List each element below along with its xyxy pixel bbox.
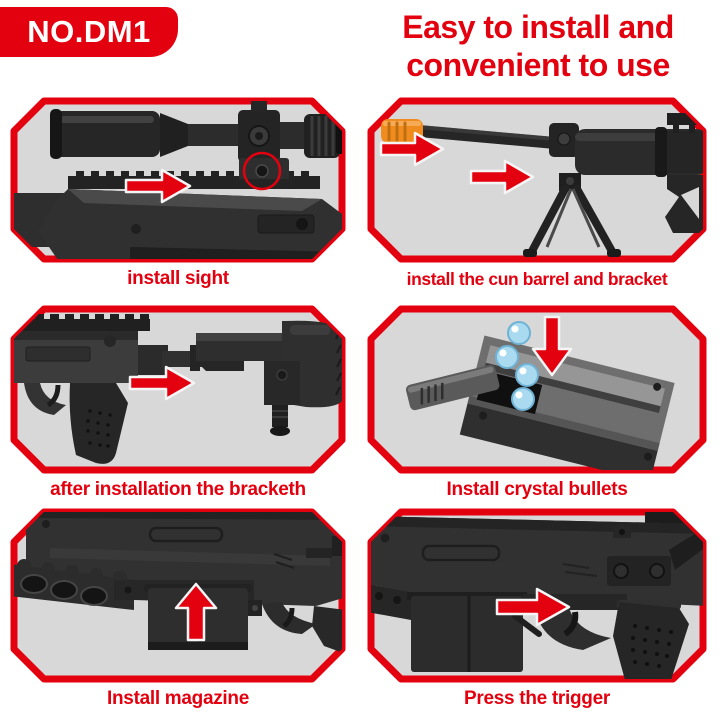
model-number-badge: NO.DM1: [0, 7, 178, 57]
arrow-right-icon: [124, 168, 192, 204]
receiver-tube: [549, 113, 703, 177]
page-title: Easy to install and convenient to use: [362, 8, 714, 84]
magazine: [371, 584, 627, 672]
model-number-label: NO.DM1: [27, 14, 151, 49]
step-panel-bracket-installed: after installation the bracketh: [10, 305, 346, 503]
crystal-bullet: [515, 363, 539, 387]
step-caption: install the cun barrel and bracket: [406, 269, 668, 289]
arrow-right-icon: [379, 131, 445, 167]
arrow-up-icon: [174, 582, 218, 642]
arrow-right-icon: [128, 365, 196, 401]
step-caption: Install magazine: [107, 688, 249, 709]
install-sight-illustration: [10, 97, 346, 263]
arrow-right-icon: [495, 587, 571, 627]
arrow-down-icon: [531, 315, 573, 377]
side-rail-and-barrel: [607, 526, 703, 586]
crystal-bullets: [495, 321, 539, 411]
step-panel-install-magazine: Install magazine: [10, 508, 346, 712]
step-panel-press-trigger: Press the trigger: [367, 508, 707, 712]
arrow-right-icon: [469, 159, 535, 195]
gun-body-with-grip: [14, 314, 220, 464]
scope-mount: [234, 158, 294, 187]
orange-muzzle-tip: [381, 119, 423, 143]
crystal-bullets-illustration: [367, 305, 707, 474]
crystal-bullet: [507, 321, 531, 345]
step-panel-crystal-bullets: Install crystal bullets: [367, 305, 707, 503]
install-barrel-illustration: [367, 97, 707, 263]
crystal-bullet: [495, 345, 519, 369]
step-caption: Install crystal bullets: [446, 479, 628, 500]
step-caption: install sight: [127, 268, 229, 289]
crystal-bullet: [511, 387, 535, 411]
trigger: [563, 611, 579, 637]
step-panel-install-sight: install sight: [10, 97, 346, 292]
rifle-receiver: [14, 171, 342, 259]
buttstock: [190, 320, 342, 436]
trigger-group: [512, 608, 611, 650]
gun-barrel: [419, 125, 555, 149]
install-magazine-illustration: [10, 508, 346, 683]
trigger-and-grip: [248, 600, 342, 654]
pistol-grip: [613, 600, 689, 679]
bracket-illustration: [10, 305, 346, 474]
page-title-line-2: convenient to use: [406, 47, 670, 83]
scope: [50, 101, 342, 162]
step-panel-install-barrel: install the cun barrel and bracket: [367, 97, 707, 292]
press-trigger-illustration: [367, 508, 707, 683]
highlight-circle-icon: [242, 151, 282, 191]
step-caption: Press the trigger: [464, 688, 610, 709]
step-caption: after installation the bracketh: [50, 479, 306, 500]
bipod: [523, 173, 621, 257]
page-title-line-1: Easy to install and: [402, 9, 674, 45]
stock-bracket: [665, 175, 703, 233]
sliding-lid: [405, 364, 500, 411]
